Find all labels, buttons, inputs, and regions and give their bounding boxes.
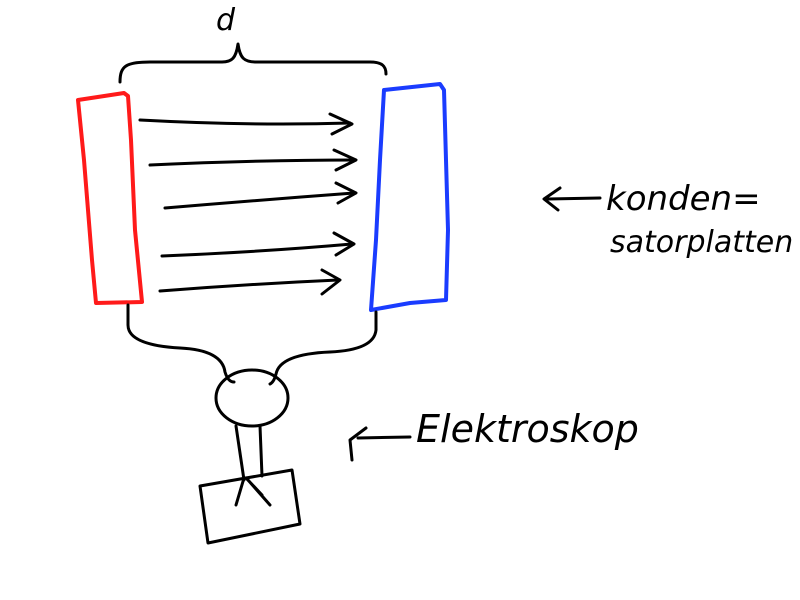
field-line (148, 148, 358, 172)
electroscope-leaves (234, 476, 272, 507)
electroscope-rod (234, 424, 264, 482)
negative-capacitor-plate (369, 82, 450, 312)
field-line (158, 268, 342, 296)
left-wire (126, 303, 236, 384)
electroscope (198, 368, 302, 545)
electroscope-label: Elektroskop (416, 407, 639, 451)
field-line (160, 231, 356, 258)
capacitor-pointer-arrow (542, 186, 602, 212)
positive-capacitor-plate (76, 91, 144, 305)
electroscope-sphere (214, 368, 290, 428)
electric-field-lines (138, 112, 358, 296)
capacitor-label-line2: satorplatten (610, 225, 793, 260)
capacitor-label-line1: konden= (606, 179, 761, 219)
electroscope-pointer-arrow (348, 426, 412, 462)
field-line (163, 181, 358, 210)
distance-brace (118, 42, 388, 84)
right-wire (268, 310, 378, 386)
distance-label: d (216, 3, 236, 38)
field-line (138, 112, 354, 136)
electroscope-housing (198, 468, 302, 545)
